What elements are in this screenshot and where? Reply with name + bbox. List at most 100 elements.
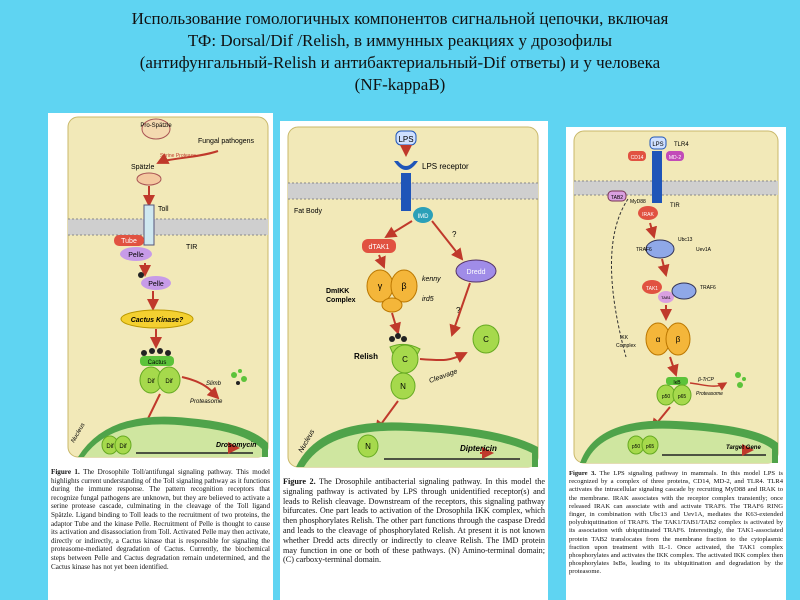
svg-text:β: β	[401, 281, 406, 291]
nuclear-n-label: N	[365, 442, 371, 451]
title-line-2: ТФ: Dorsal/Dif /Relish, в иммунных реакц…	[187, 31, 613, 50]
figure-1-caption-text: The Drosophile Toll/antifungal signaling…	[51, 468, 270, 571]
lps-label: LPS	[652, 142, 663, 148]
ird5-label: ird5	[422, 296, 434, 303]
tak1-blob	[642, 280, 662, 294]
figure-2-panel: LPS LPS receptor Fat Body IMD ? dTAK1 γ …	[280, 121, 548, 600]
btrcp-label: β-TrCP	[697, 377, 714, 383]
tube-blob	[114, 235, 144, 246]
drosomycin-label: Drosomycin	[216, 442, 256, 449]
tab1-label: TAB1	[661, 295, 671, 300]
dif-label: Dif	[147, 379, 155, 385]
cactus-kinase-label: Cactus Kinase?	[131, 317, 184, 324]
membrane	[574, 181, 778, 195]
figure-1-caption: Figure 1. The Drosophile Toll/antifungal…	[51, 468, 270, 571]
cleaved-c-blob	[472, 324, 500, 354]
title-line-4: (NF-kappaB)	[354, 75, 446, 94]
imd-pathway-diagram: LPS LPS receptor Fat Body IMD ? dTAK1 γ …	[287, 126, 539, 468]
page-title: Использование гомологичных компонентов с…	[40, 8, 760, 96]
figure-3-caption-label: Figure 3.	[569, 470, 597, 477]
dredd-label: Dredd	[466, 269, 485, 276]
proteasome-label: Proteasome	[696, 391, 723, 397]
nuclear-dif2-label: Dif	[119, 444, 127, 450]
complex-label: Complex	[616, 343, 636, 349]
question-2-label: ?	[456, 306, 461, 315]
tab2-label: TAB2	[611, 195, 623, 201]
tak1-label: TAK1	[646, 286, 658, 292]
ikb-label: IκB	[673, 380, 681, 386]
svg-text:γ: γ	[378, 281, 383, 291]
title-line-1: Использование гомологичных компонентов с…	[131, 9, 669, 28]
tab2-blob	[607, 190, 627, 202]
dredd-blob	[455, 259, 497, 283]
kenny-label: kenny	[422, 276, 441, 283]
cactus-label: Cactus	[148, 360, 167, 366]
diptericin-label: Diptericin	[460, 444, 497, 453]
traf6b-blob	[671, 282, 697, 300]
degraded-fragments	[735, 372, 746, 388]
relish-n-label: N	[400, 382, 406, 391]
uev1a-label: Uev1A	[696, 247, 712, 253]
slimb-label: Slimb	[206, 381, 222, 387]
dif2-label: Dif	[165, 379, 173, 385]
cd14-label: CD14	[631, 155, 644, 161]
traf6-label: TRAF6	[636, 247, 652, 253]
prospatzle-blob	[141, 118, 171, 140]
figure-3-caption: Figure 3. The LPS signaling pathway in m…	[569, 470, 783, 577]
tir-label: TIR	[186, 244, 197, 251]
nuclear-dif1-label: Dif	[106, 444, 114, 450]
degraded-fragments	[231, 369, 247, 385]
serine-label: Serine Protease	[160, 153, 196, 159]
myd88-label: MyD88	[630, 199, 646, 205]
toll-pathway-diagram: Pro-Spätzle Fungal pathogens Serine Prot…	[67, 116, 269, 458]
svg-text:α: α	[656, 335, 661, 344]
irak-blob	[638, 206, 658, 220]
lps-mammal-diagram: LPS TLR4 CD14 MD-2 TIR TAB2 MyD88 IRAK T…	[573, 130, 779, 464]
membrane	[288, 183, 538, 199]
tlr4-receptor	[652, 151, 662, 203]
nuclear-p65-label: p65	[646, 444, 655, 450]
relish-c-label: C	[402, 355, 408, 364]
md2-blob	[666, 151, 684, 161]
lps-label: LPS	[398, 135, 413, 144]
cactus-kinase-blob	[120, 309, 194, 329]
figure-2-caption-label: Figure 2.	[283, 477, 316, 486]
tlr4-label: TLR4	[674, 142, 689, 148]
prospatzle-label: Pro-Spätzle	[140, 123, 172, 129]
cleaved-c-label: C	[483, 335, 489, 344]
cactus-blob	[140, 356, 174, 366]
title-line-3: (антифунгальный-Relish и антибактериальн…	[139, 53, 661, 72]
receptor-label: LPS receptor	[422, 162, 469, 171]
cd14-blob	[628, 151, 646, 161]
figure-3-caption-text: The LPS signaling pathway in mammals. In…	[569, 470, 783, 576]
figure-1-caption-label: Figure 1.	[51, 468, 80, 476]
p65-label: p65	[678, 394, 687, 400]
dtak1-label: dTAK1	[369, 244, 390, 251]
pelle2-label: Pelle	[148, 281, 164, 288]
question-1-label: ?	[452, 230, 457, 239]
figure-2-caption-text: The Drosophile antibacterial signaling p…	[283, 477, 545, 565]
ikk-right	[390, 269, 418, 303]
target-gene-label: Target Gene	[726, 445, 761, 451]
ikk-beta	[665, 322, 691, 356]
pelle2-blob	[141, 276, 171, 290]
traf6b-label: TRAF6	[700, 285, 716, 291]
p50-label: p50	[662, 394, 671, 400]
lps-receptor	[394, 161, 418, 170]
toll-receptor	[143, 204, 155, 246]
lps-box	[649, 136, 667, 150]
imd-blob	[413, 207, 433, 223]
imd-label: IMD	[418, 214, 430, 220]
tir-label: TIR	[670, 203, 680, 209]
spatzle-label: Spätzle	[131, 164, 154, 171]
complex-label: Complex	[326, 297, 356, 304]
proteasome-label: Proteasome	[190, 399, 223, 405]
ikb-blob	[666, 377, 688, 385]
toll-label: Toll	[158, 206, 169, 213]
pelle-blob	[120, 247, 152, 261]
nuclear-p50-label: p50	[632, 444, 641, 450]
figure-1-panel: Pro-Spätzle Fungal pathogens Serine Prot…	[48, 113, 273, 600]
dif-right-blob	[157, 366, 181, 394]
pelle-label: Pelle	[128, 252, 144, 259]
nuclear-n-blob	[357, 434, 379, 458]
